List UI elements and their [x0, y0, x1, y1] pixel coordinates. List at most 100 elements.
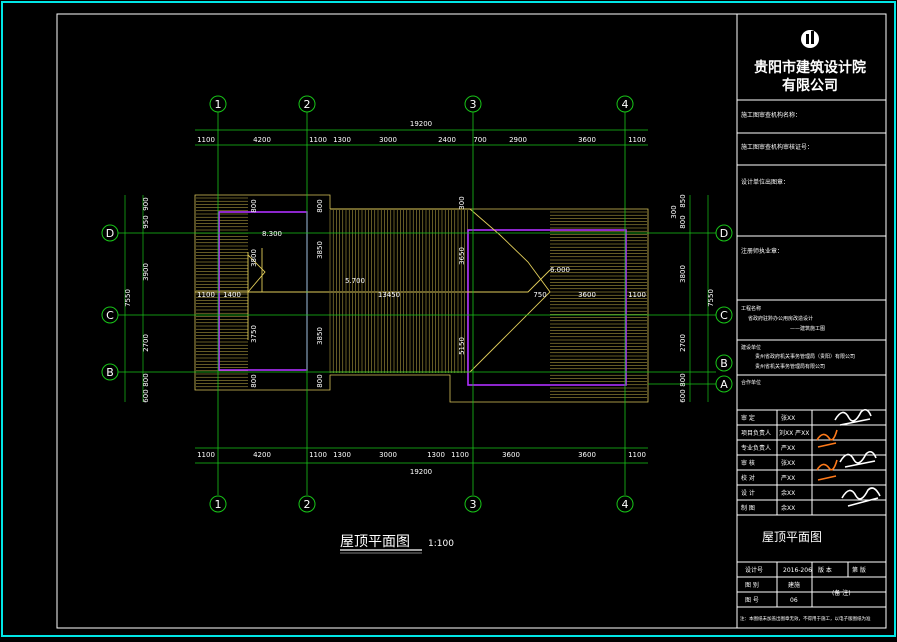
- row-name: 张XX: [781, 459, 795, 467]
- elevation-mark: 5.700: [345, 277, 365, 285]
- bottom-dim: 1300: [333, 451, 351, 459]
- top-total-dim: 19200: [410, 120, 432, 128]
- info-label: 版 本: [818, 566, 832, 574]
- info-value: 第 版: [852, 566, 866, 574]
- info-note: (备 注): [832, 589, 851, 597]
- institute-name-2: 有限公司: [782, 77, 838, 94]
- axis-bubbles: [101, 95, 733, 513]
- axis-col-4: 4: [622, 98, 629, 111]
- row-name: 严XX: [781, 475, 795, 482]
- left-total-dim: 7550: [124, 289, 132, 307]
- right-dim: 600: [679, 389, 687, 402]
- top-dim: 4200: [253, 136, 271, 144]
- axis-col-1: 1: [215, 98, 222, 111]
- left-dim: 800: [142, 373, 150, 386]
- row-name: 刘XX 严XX: [779, 429, 809, 437]
- axis-col-2-bottom: 2: [304, 498, 311, 511]
- info-rows: 设计号 2016-206 版 本 第 版 图 别 建施 (备 注) 图 号 06…: [740, 566, 871, 622]
- row-role: 校 对: [741, 474, 755, 482]
- inner-dim: 800: [316, 199, 324, 212]
- signature-marks: [816, 408, 881, 507]
- bottom-dim: 1100: [451, 451, 469, 459]
- top-dim: 1300: [333, 136, 351, 144]
- bottom-total-dim: 19200: [410, 468, 432, 476]
- left-dim: 600: [142, 389, 150, 402]
- inner-dim: 3750: [250, 325, 258, 343]
- axis-col-2: 2: [304, 98, 311, 111]
- top-dim: 2400: [438, 136, 456, 144]
- info-label: 设计号: [745, 566, 763, 574]
- row-role: 制 图: [741, 504, 755, 512]
- sub-label: 合作单位: [741, 379, 761, 386]
- project-label: 工程名称: [741, 305, 761, 312]
- row-role: 审 定: [741, 414, 755, 422]
- mid-dim: 1100: [197, 291, 215, 299]
- mid-dim: 13450: [378, 291, 400, 299]
- inner-dim: 800: [250, 199, 258, 212]
- row-role: 设 计: [741, 489, 755, 497]
- field-reg-seal: 注册师执业章：: [741, 247, 783, 255]
- top-dim: 3600: [578, 136, 596, 144]
- top-dim: 1100: [628, 136, 646, 144]
- axis-lines: [118, 112, 716, 495]
- inner-dim: 3650: [458, 247, 466, 265]
- project-name-1: 省政府驻黔办公用房改造设计: [748, 315, 813, 322]
- dimension-lines: [124, 129, 709, 464]
- axis-col-3: 3: [470, 98, 477, 111]
- vertical-dimension-texts: 7550 900 950 3900 2700 800 600 7550 850 …: [124, 194, 715, 402]
- inner-dim: 300: [458, 196, 466, 209]
- client-2: 贵州省机关事务管理局有限公司: [755, 363, 825, 370]
- info-value: 2016-206: [783, 567, 812, 574]
- project-name-2: ——建筑施工图: [790, 325, 825, 332]
- field-construction-unit: 施工图审查机构名称：: [741, 111, 801, 119]
- right-dim: 3800: [679, 265, 687, 283]
- bottom-dim: 1100: [309, 451, 327, 459]
- axis-row-a-right: A: [720, 378, 728, 391]
- field-cert-no: 施工图审查机构审核证号：: [741, 143, 813, 151]
- title-block-text: 贵阳市建筑设计院 有限公司 施工图审查机构名称： 施工图审查机构审核证号： 设计…: [741, 59, 866, 386]
- bottom-dim: 1100: [197, 451, 215, 459]
- plan-caption: 屋顶平面图: [340, 534, 410, 550]
- elevation-mark: 6.000: [550, 266, 570, 274]
- axis-row-c-right: C: [720, 309, 728, 322]
- right-dim: 800: [679, 215, 687, 228]
- institute-name-1: 贵阳市建筑设计院: [754, 59, 866, 76]
- mid-dim: 1100: [628, 291, 646, 299]
- axis-row-b-right: B: [720, 357, 728, 370]
- inner-dim: 3800: [250, 249, 258, 267]
- info-value: 06: [790, 597, 798, 604]
- inner-dim: 800: [250, 374, 258, 387]
- row-name: 严XX: [781, 445, 795, 452]
- axis-col-1-bottom: 1: [215, 498, 222, 511]
- bottom-dim: 3600: [578, 451, 596, 459]
- drawing-title: 屋顶平面图: [762, 530, 822, 544]
- inner-dim: 800: [316, 374, 324, 387]
- client-label: 建设单位: [741, 344, 761, 351]
- axis-labels: 1 2 3 4 1 2 3 4 D C B D C B A: [106, 98, 728, 511]
- axis-col-3-bottom: 3: [470, 498, 477, 511]
- field-design-unit: 设计单位出图章：: [741, 178, 789, 186]
- top-dim: 1100: [197, 136, 215, 144]
- client-1: 贵州省政府机关事务管理局（贵阳）有限公司: [755, 353, 855, 360]
- left-dim: 3900: [142, 263, 150, 281]
- left-dim: 950: [142, 215, 150, 228]
- right-dim: 800: [679, 373, 687, 386]
- row-name: 张XX: [781, 414, 795, 422]
- left-dim: 2700: [142, 334, 150, 352]
- bottom-dim: 1300: [427, 451, 445, 459]
- title-block: [736, 13, 887, 629]
- row-role: 项目负责人: [741, 429, 771, 437]
- top-dim: 1100: [309, 136, 327, 144]
- mid-dim: 1400: [223, 291, 241, 299]
- dimension-texts: 19200 1100 4200 1100 1300 3000 2400 700 …: [197, 120, 646, 476]
- top-dim: 700: [473, 136, 486, 144]
- bottom-dim: 4200: [253, 451, 271, 459]
- axis-row-c: C: [106, 309, 114, 322]
- mid-dim: 3600: [578, 291, 596, 299]
- right-dim: 850: [679, 194, 687, 207]
- inner-dim: 3850: [316, 327, 324, 345]
- roof-plan: 1 2 3 4 1 2 3 4 D C B D C B A 19200 1100…: [101, 95, 733, 554]
- bottom-dim: 3600: [502, 451, 520, 459]
- axis-row-b: B: [106, 366, 114, 379]
